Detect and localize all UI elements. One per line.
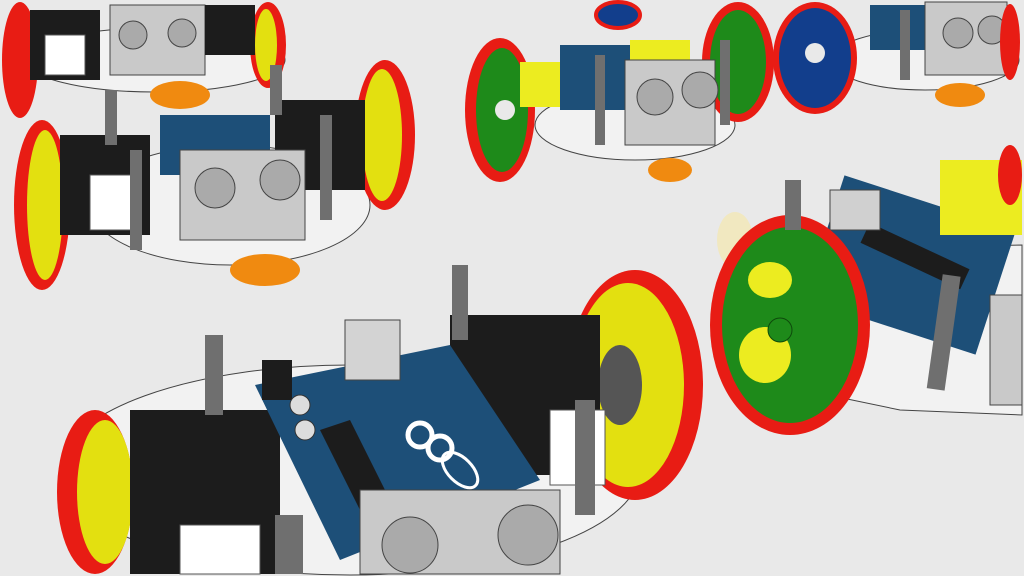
wheel [1000,4,1020,80]
robot-right [710,145,1023,435]
usb-port [829,189,881,231]
standoff [275,515,303,574]
standoff [270,65,282,115]
robot-bottom-center [57,265,703,576]
wheel-cutout [805,43,825,63]
servo [205,5,255,55]
standoff [900,10,910,80]
servo-horn [598,345,642,425]
sensor-transducer [194,167,236,209]
standoff [205,335,223,415]
robot-top-middle [465,0,774,182]
wheel-hub [77,420,133,564]
sensor-transducer [118,20,148,50]
standoff [720,40,730,125]
ultrasonic-sensor [989,294,1023,406]
servo-bracket [44,34,86,76]
usb-port [344,319,401,381]
sensor-transducer [942,17,974,49]
sensor-transducer [497,504,559,566]
wheel-hub [255,9,277,81]
sensor-transducer [259,159,301,201]
caster [230,254,300,286]
servo-bracket [179,524,261,575]
wheel [594,0,642,30]
capacitor [289,394,311,416]
robot-top-left-upper [2,2,286,118]
robot-top-left-lower [14,60,415,290]
wheel [998,145,1022,205]
caster [150,81,210,109]
standoff [926,274,961,391]
power-jack [262,360,292,400]
wheel-hub [362,69,402,201]
sensor-transducer [681,71,719,109]
standoff [575,400,595,515]
standoff [130,150,142,250]
chip [860,222,970,290]
caster [935,83,985,107]
wheel-hub [710,10,766,114]
standoff [320,115,332,220]
sensor-transducer [636,78,674,116]
robot-top-right [773,1,1020,114]
arduino-logo [405,420,480,490]
wheel-hub [27,130,63,280]
wheel-cutout [748,262,792,298]
wheel-axle [767,317,793,343]
wheel [2,2,38,118]
capacitor [294,419,316,441]
caster [648,158,692,182]
standoff [105,90,117,145]
sensor-transducer [167,18,197,48]
sensor-transducer [381,516,439,574]
standoff [595,55,605,145]
wheel-cutout [495,100,515,120]
standoff [785,180,801,230]
standoff [452,265,468,340]
